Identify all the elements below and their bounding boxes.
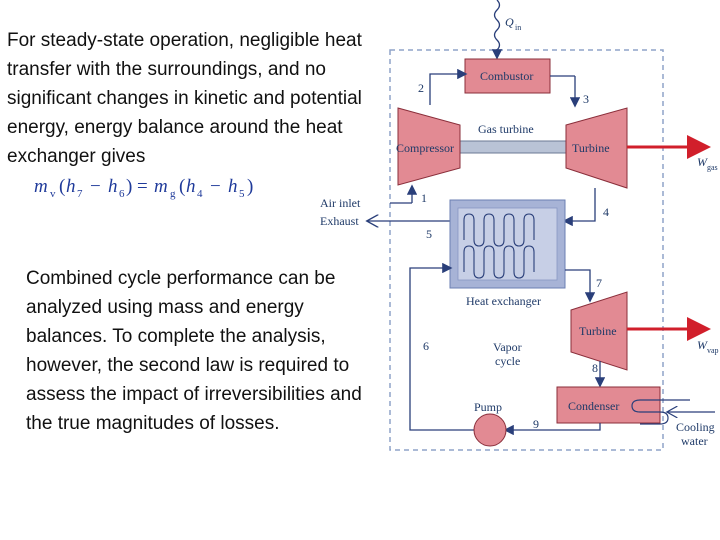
eq-m-g-sub: g [170, 188, 176, 200]
eq-minus-1: − [90, 176, 101, 197]
w-gas-label: W [697, 155, 708, 169]
hx-coil-top [463, 213, 535, 247]
state-8: 8 [592, 361, 598, 375]
hx-coil-bottom [463, 245, 535, 279]
pump-circle [473, 413, 507, 447]
eq-m-v: m [34, 176, 48, 197]
intro-paragraph: For steady-state operation, negligible h… [7, 30, 362, 167]
state-5: 5 [426, 227, 432, 241]
cooling-water-label-2: water [681, 434, 708, 448]
eq-paren-close-1: ) [126, 176, 132, 197]
eq-equals: = [137, 176, 148, 197]
eq-h5: h [228, 176, 238, 197]
vapor-cycle-label-1: Vapor [493, 340, 522, 354]
state-2: 2 [418, 81, 424, 95]
compressor-shape [397, 107, 461, 186]
eq-paren-open-1: ( [59, 176, 65, 197]
state-9: 9 [533, 417, 539, 431]
compressor-label: Compressor [396, 141, 454, 155]
gas-turbine-shape [565, 107, 628, 189]
combustor-label: Combustor [480, 69, 533, 83]
state-4: 4 [603, 205, 609, 219]
w-vap-sub: vap [707, 346, 719, 355]
performance-paragraph: Combined cycle performance can be analyz… [26, 268, 362, 434]
exhaust-label: Exhaust [320, 214, 359, 228]
gas-turbine-label: Gas turbine [478, 122, 534, 136]
eq-h6: h [108, 176, 118, 197]
eq-paren-open-2: ( [179, 176, 185, 197]
eq-h7-sub: 7 [77, 188, 83, 200]
w-gas-sub: gas [707, 163, 718, 172]
condenser-label: Condenser [568, 399, 619, 413]
eq-paren-close-2: ) [247, 176, 253, 197]
state-3: 3 [583, 92, 589, 106]
vapor-cycle-label-2: cycle [495, 354, 520, 368]
cooling-coil [631, 399, 690, 425]
vapor-turbine-shape [570, 291, 628, 371]
q-in-label: Q [505, 15, 514, 29]
turbine-vap-label: Turbine [579, 324, 617, 338]
eq-h4-sub: 4 [197, 188, 203, 200]
eq-h5-sub: 5 [239, 188, 245, 200]
eq-h6-sub: 6 [119, 188, 125, 200]
w-vap-label: W [697, 338, 708, 352]
turbine-gas-label: Turbine [572, 141, 610, 155]
eq-m-g: m [154, 176, 168, 197]
eq-h7: h [66, 176, 76, 197]
heat-exchanger-label: Heat exchanger [466, 294, 541, 308]
eq-h4: h [186, 176, 196, 197]
q-in-sub: in [515, 23, 521, 32]
system-boundary [389, 49, 664, 451]
state-1: 1 [421, 191, 427, 205]
energy-balance-equation: m v ( h 7 − h 6 ) = m g ( h 4 − h 5 ) [34, 176, 253, 200]
eq-m-v-sub: v [50, 188, 56, 200]
state-6: 6 [423, 339, 429, 353]
state-7: 7 [596, 276, 602, 290]
combustor-box [464, 58, 551, 94]
heat-input-squiggle [493, 0, 501, 51]
eq-minus-2: − [210, 176, 221, 197]
gas-shaft [459, 140, 567, 154]
air-inlet-label: Air inlet [320, 196, 361, 210]
condenser-box [556, 386, 661, 424]
cooling-water-label-1: Cooling [676, 420, 715, 434]
pump-label: Pump [474, 400, 502, 414]
